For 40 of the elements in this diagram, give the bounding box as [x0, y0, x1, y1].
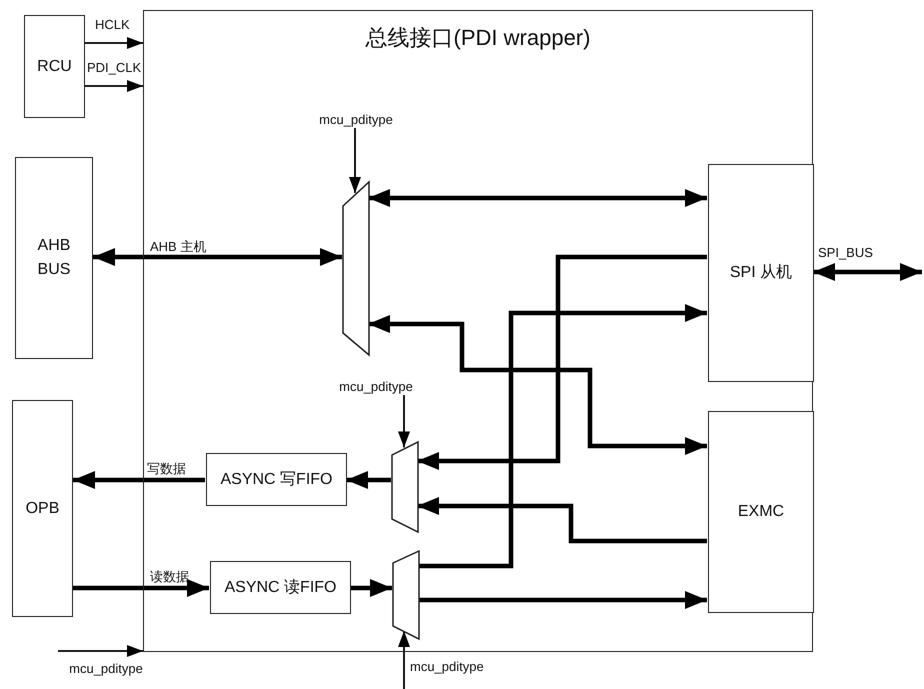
multiplexer — [393, 551, 419, 639]
block-box: OPB — [12, 400, 73, 617]
arrow — [85, 37, 143, 49]
signal-label: mcu_pditype — [326, 378, 426, 396]
arrow — [85, 80, 143, 92]
arrow — [813, 263, 922, 281]
multiplexer — [343, 182, 369, 355]
signal-label: mcu_pditype — [398, 640, 504, 689]
arrow — [417, 497, 707, 544]
block-box: EXMC — [708, 411, 814, 613]
arrow — [58, 645, 143, 657]
block-box: ASYNC 读FIFO — [210, 561, 351, 614]
multiplexer — [392, 442, 418, 532]
arrow — [417, 254, 707, 470]
arrow — [398, 395, 410, 448]
block-box: RCU — [24, 15, 85, 118]
edge-label: PDI_CLK — [87, 60, 142, 76]
block-box: AHB BUS — [15, 157, 93, 359]
arrow — [418, 304, 707, 568]
arrow — [398, 631, 410, 689]
arrow — [349, 128, 361, 193]
block-box: SPI 从机 — [708, 164, 814, 382]
arrow — [368, 189, 707, 207]
wrapper-box — [143, 10, 813, 652]
arrow — [73, 579, 209, 597]
arrow — [93, 248, 342, 266]
arrow — [350, 579, 392, 597]
edge-label: 写数据 — [147, 461, 186, 477]
signal-label: mcu_pditype — [58, 660, 154, 678]
arrow — [73, 471, 205, 489]
block-title: 总线接口(PDI wrapper) — [364, 24, 592, 52]
edge-label: HCLK — [95, 17, 130, 33]
arrow — [368, 315, 707, 455]
block-box: ASYNC 写FIFO — [206, 453, 347, 506]
arrow — [418, 591, 707, 609]
edge-label: SPI_BUS — [818, 245, 873, 261]
signal-label: mcu_pditype — [311, 111, 401, 129]
edge-label: AHB 主机 — [150, 239, 206, 255]
arrow — [346, 471, 391, 489]
edge-label: 读数据 — [150, 569, 189, 585]
